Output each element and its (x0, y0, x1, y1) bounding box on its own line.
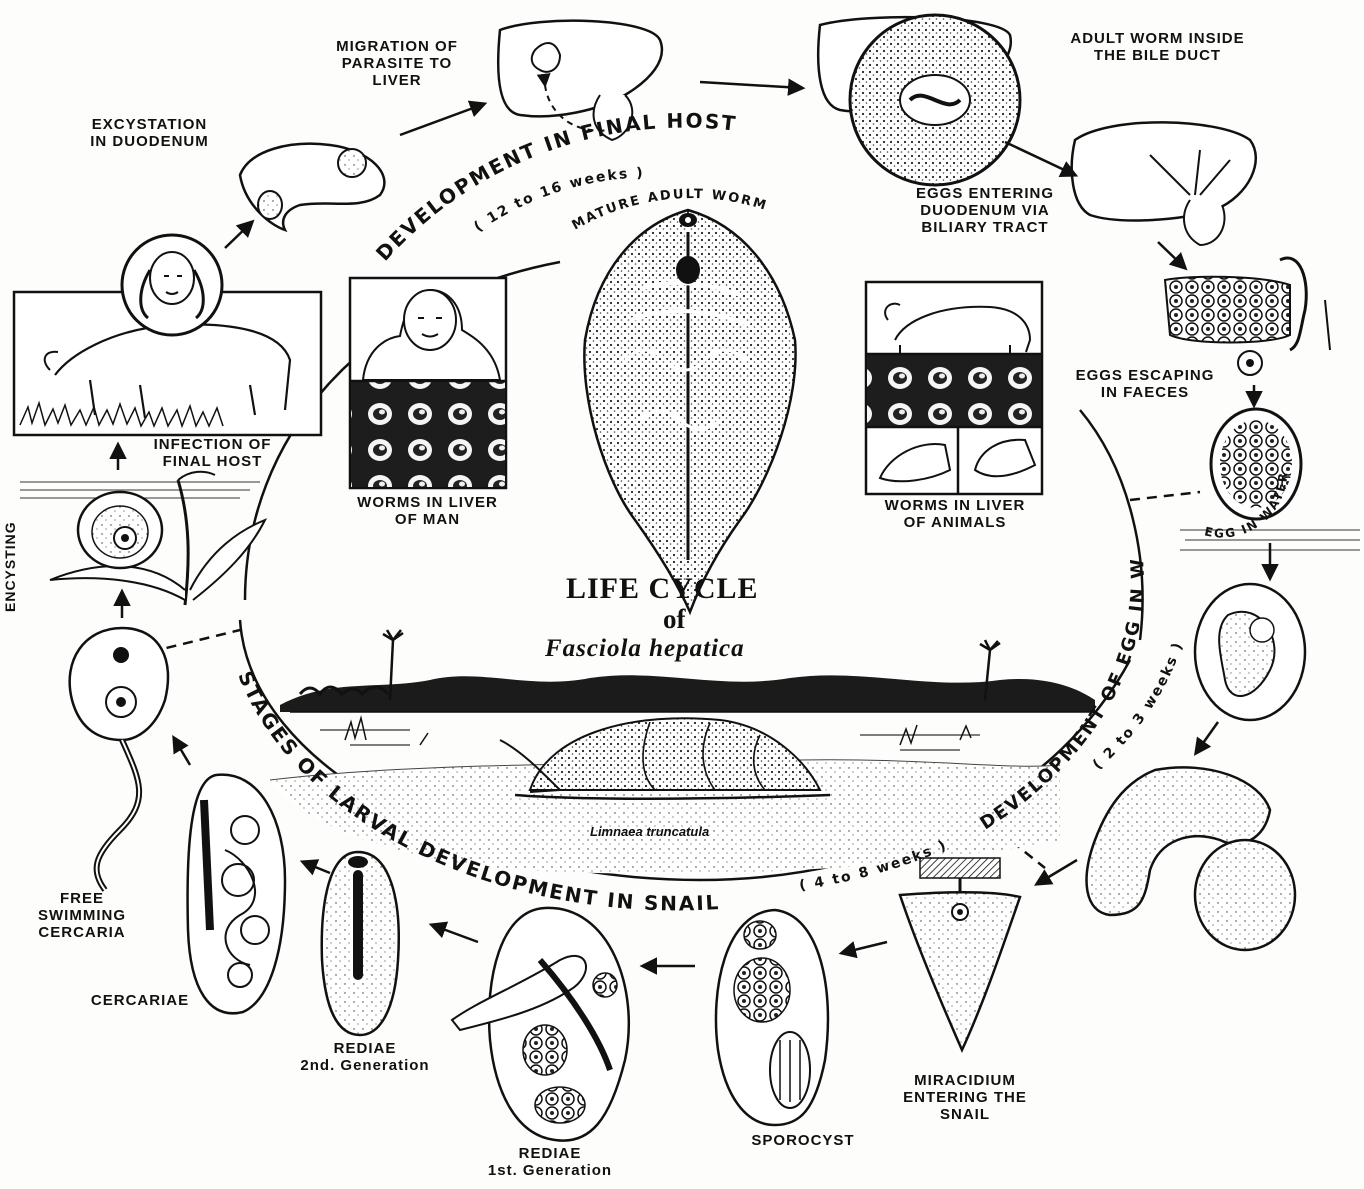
adult-worm-illustration (584, 210, 795, 612)
label-worms-in-animals: WORMS IN LIVER OF ANIMALS (855, 497, 1055, 531)
label-encysting: ENCYSTING (2, 521, 18, 612)
label-rediae-1st: REDIAE 1st. Generation (460, 1145, 640, 1179)
rediae-1st-generation (452, 908, 629, 1141)
label-adult-worm-bile-duct: ADULT WORM INSIDE THE BILE DUCT (1030, 30, 1285, 64)
title-line-1: LIFE CYCLE (566, 572, 759, 606)
adult-worm-bile-duct (818, 15, 1020, 185)
eggs-entering-liver (1072, 122, 1256, 245)
label-eggs-escaping: EGGS ESCAPING IN FAECES (1050, 367, 1240, 401)
title-species: Fasciola hepatica (545, 635, 745, 663)
miracidium-illustration (900, 858, 1020, 1050)
label-cercariae: CERCARIAE (70, 992, 210, 1009)
excystation-duodenum (240, 144, 384, 230)
encysting-plant (20, 472, 265, 605)
cercariae-illustration (188, 775, 285, 1014)
egg-in-water (1211, 409, 1301, 519)
label-eggs-entering: EGGS ENTERING DUODENUM VIA BILIARY TRACT (890, 185, 1080, 236)
label-snail-species: Limnaea truncatula (590, 824, 709, 839)
eggs-escaping-intestine (1165, 258, 1330, 375)
label-free-swimming-cercaria: FREE SWIMMING CERCARIA (22, 890, 142, 941)
label-migration: MIGRATION OF PARASITE TO LIVER (312, 38, 482, 89)
infection-of-final-host (14, 235, 321, 435)
label-infection: INFECTION OF FINAL HOST (120, 436, 305, 470)
title-line-2: of (663, 604, 686, 635)
label-sporocyst: SPOROCYST (728, 1132, 878, 1149)
label-worms-in-man: WORMS IN LIVER OF MAN (335, 494, 520, 528)
label-excystation: EXCYSTATION IN DUODENUM (62, 116, 237, 150)
label-miracidium: MIRACIDIUM ENTERING THE SNAIL (880, 1072, 1050, 1123)
rediae-2nd-generation (322, 852, 399, 1035)
free-swimming-cercaria (70, 628, 168, 890)
worms-in-liver-of-man (350, 278, 506, 488)
sporocyst-illustration (716, 910, 828, 1125)
label-rediae-2nd: REDIAE 2nd. Generation (275, 1040, 455, 1074)
worms-in-liver-of-animals (866, 282, 1042, 494)
hatching-miracidium (1087, 767, 1295, 950)
